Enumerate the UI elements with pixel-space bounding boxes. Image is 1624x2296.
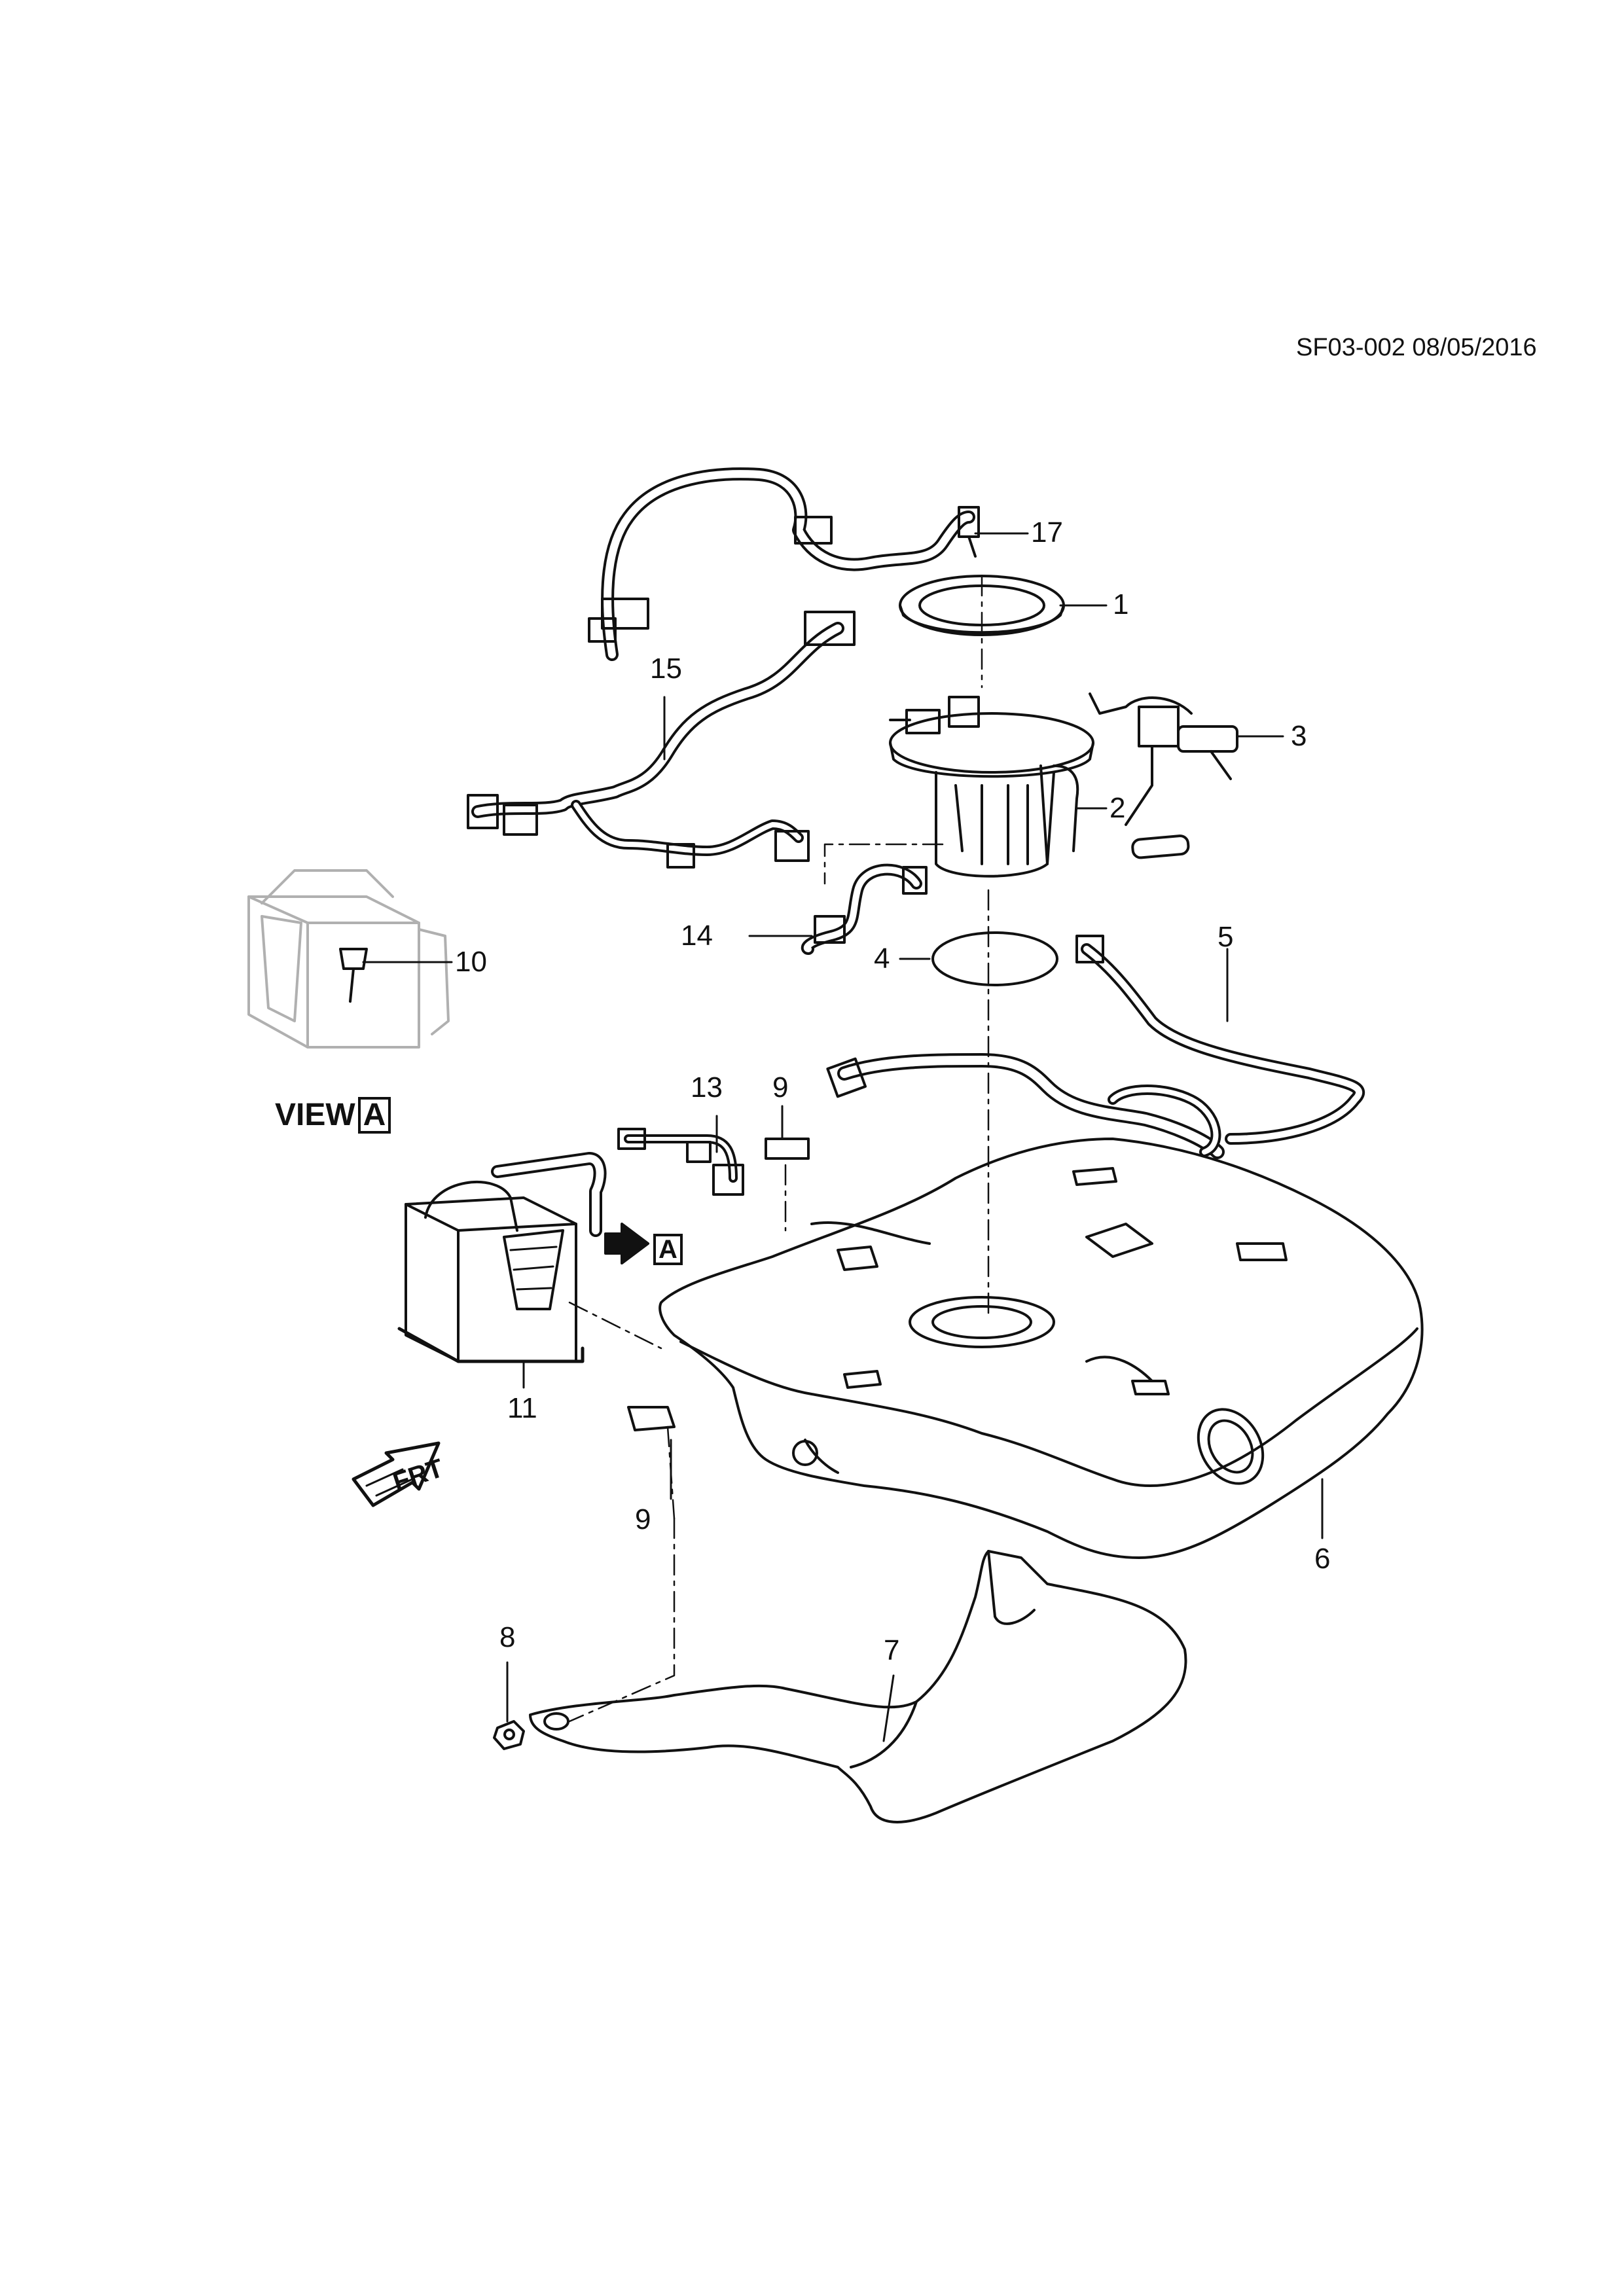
fastener-nut: [493, 1720, 525, 1750]
view-a-arrow: [604, 1223, 649, 1265]
callout-10: 10: [455, 946, 487, 978]
callout-9-upper: 9: [772, 1071, 789, 1103]
arrow-letter-box: A: [653, 1234, 683, 1265]
callout-11: 11: [507, 1392, 537, 1424]
callout-8: 8: [499, 1621, 516, 1653]
page-id: SF03-002 08/05/2016: [1296, 334, 1537, 361]
callout-1: 1: [1113, 588, 1129, 620]
callout-15: 15: [650, 653, 682, 685]
view-a-inset: [247, 869, 450, 1049]
front-direction-arrow: [352, 1441, 441, 1507]
callout-3: 3: [1291, 720, 1307, 752]
upper-wiring-harness: [588, 467, 980, 661]
callout-9-lower: 9: [635, 1503, 651, 1535]
vapor-hoses: [826, 1053, 1225, 1159]
callout-4: 4: [874, 942, 890, 975]
callout-5: 5: [1218, 921, 1234, 953]
jumper-line: [801, 863, 928, 955]
callout-2: 2: [1110, 792, 1126, 824]
fuel-tank: [659, 1138, 1424, 1559]
callout-7: 7: [884, 1634, 900, 1666]
tank-shield: [529, 1550, 1187, 1823]
view-label-text: VIEW: [275, 1098, 355, 1132]
tank-pads: [627, 1138, 810, 1431]
fuel-level-sender: [1089, 692, 1238, 859]
fuel-pump-module: [889, 696, 1094, 878]
leader-lines: [362, 532, 1324, 1742]
callout-17: 17: [1031, 516, 1063, 548]
evap-canister: [397, 1181, 585, 1363]
pump-seal: [931, 931, 1058, 986]
callout-14: 14: [681, 920, 713, 952]
fuel-feed-pipe: [1075, 935, 1365, 1145]
main-harness: [467, 611, 856, 869]
assembly-lines: [568, 575, 990, 1723]
callout-13: 13: [691, 1071, 723, 1103]
canister-hose: [491, 1128, 744, 1237]
view-letter-box: A: [357, 1097, 391, 1134]
callout-6: 6: [1314, 1543, 1331, 1575]
